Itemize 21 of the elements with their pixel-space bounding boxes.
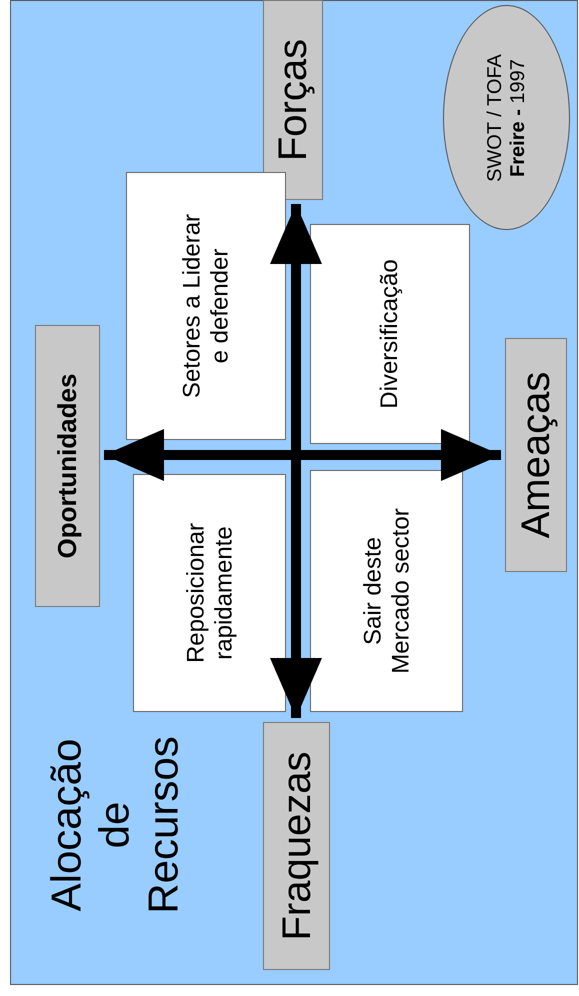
quadrant-box bbox=[133, 474, 286, 712]
axis-label: Forças bbox=[270, 38, 316, 162]
axis-label: Fraquezas bbox=[274, 752, 320, 940]
title: Alocação de Recursos bbox=[42, 735, 188, 916]
axis-label: Oportunidades bbox=[52, 374, 82, 558]
quadrant-text: Sair deste Mercado sector bbox=[358, 507, 414, 676]
label-box bbox=[263, 722, 330, 970]
ellipse-text: SWOT / TOFA bbox=[484, 54, 506, 182]
label-box bbox=[35, 325, 100, 607]
label-box bbox=[263, 0, 323, 200]
double-arrow bbox=[104, 429, 501, 481]
double-arrow bbox=[270, 204, 322, 718]
quadrant-box bbox=[310, 470, 463, 712]
axis-label: Ameaças bbox=[513, 372, 559, 538]
ellipse-text: Freire - 1997 bbox=[506, 58, 530, 176]
label-box bbox=[505, 338, 567, 572]
quadrant-box bbox=[310, 224, 470, 444]
quadrant-text: Reposicionar rapidamente bbox=[182, 522, 238, 666]
quadrant-text: Setores a Liderar e defender bbox=[178, 212, 234, 400]
quadrant-box bbox=[126, 172, 286, 440]
quadrant-text: Diversificação bbox=[376, 259, 404, 409]
